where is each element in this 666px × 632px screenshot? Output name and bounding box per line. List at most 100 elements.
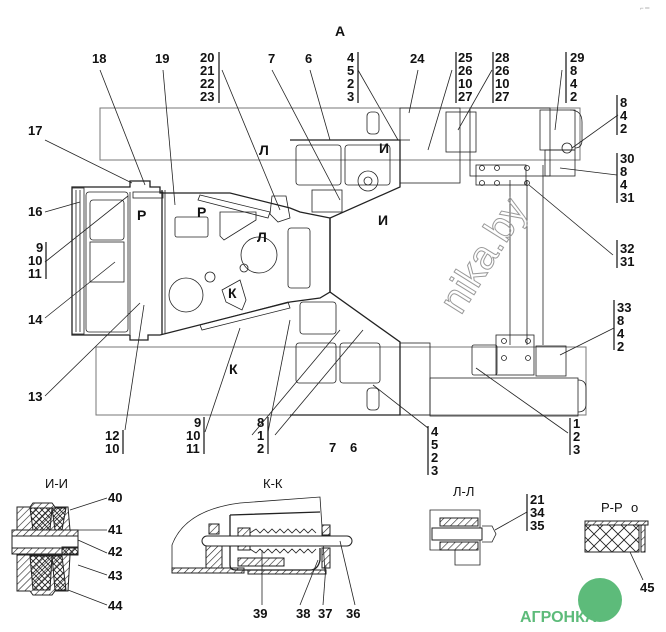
section-kk-label-36: 36 [346,606,360,621]
cut-mark-l-lower: Л [257,229,267,245]
callout-14: 14 [28,312,43,327]
ll-bolt [431,527,483,541]
section-kk-label-38: 38 [296,606,310,621]
center-panel-lower [295,342,337,384]
callout-28-26-10-27: 28 26 10 27 [492,50,509,104]
section-pp-title: Р-Р [601,500,623,515]
section-pp: Р-Р о 45 [584,500,654,595]
cab-header-bar [132,191,164,199]
cut-mark-p-left: Р [137,207,146,223]
section-kk-title: К-К [263,476,283,491]
svg-text:2: 2 [573,429,580,444]
right-box-27 [445,111,477,153]
section-pp-label-45: 45 [640,580,654,595]
center-panel-upper [295,144,342,186]
section-pp-symbol: о [631,500,638,515]
cut-mark-l-upper: Л [259,142,269,158]
corner-mark: ⌐ ═ [640,6,650,12]
svg-text:26: 26 [458,63,472,78]
section-kk-label-37: 37 [318,606,332,621]
ll-bracket [429,509,481,566]
door-hinge-strip [71,187,85,335]
callout-4-5-2-3-top: 4 5 2 3 [347,50,359,104]
section-kk-label-39: 39 [253,606,267,621]
svg-text:28: 28 [495,50,509,65]
svg-text:27: 27 [495,89,509,104]
bracket-lower [495,334,535,376]
watermark: nika.by [431,190,535,321]
pedal-bracket [269,195,291,223]
svg-text:8: 8 [257,415,264,430]
svg-text:21: 21 [200,63,214,78]
callout-29-8-4-2: 29 8 4 2 [565,50,584,104]
main-plan-view: Л Л И И К К Р Р nika.by [71,107,587,417]
lower-frame-rail [95,346,587,416]
svg-text:9: 9 [36,240,43,255]
seal-pad [584,524,640,553]
svg-text:2: 2 [431,450,438,465]
logo-text: АГРОНКА [520,609,597,626]
fan-pulley [357,170,379,192]
section-ii-title: И-И [45,476,68,491]
pin-rod [201,535,353,547]
callout-12-10: 12 10 [105,428,124,456]
callout-1-2-3-right: 1 2 3 [569,416,580,457]
lower-tank [429,377,579,417]
section-ll: Л-Л 21 34 35 [429,484,545,566]
spring-upper [249,528,317,534]
svg-text:5: 5 [431,437,438,452]
right-compartment-2 [469,107,551,177]
svg-text:29: 29 [570,50,584,65]
center-block [311,189,343,213]
floor-hatch-1 [174,216,209,238]
callout-13: 13 [28,389,42,404]
bracket-upper [475,164,527,186]
callout-33-8-4-2: 33 8 4 2 [613,300,631,354]
svg-text:3: 3 [573,442,580,457]
svg-text:1: 1 [573,416,580,431]
cut-mark-p-right: Р [197,204,206,220]
section-ll-title: Л-Л [453,484,474,499]
callout-8-1-2: 8 1 2 [257,415,269,456]
callout-labels: 18 19 20 21 22 23 7 6 4 5 2 3 24 25 26 1… [28,50,634,478]
callout-8-4-2-right: 8 4 2 [616,95,628,136]
step-handle-lower [366,387,380,411]
callout-32-31: 32 31 [616,240,634,269]
svg-text:23: 23 [200,89,214,104]
svg-text:11: 11 [28,266,42,281]
cut-mark-k-upper: К [228,285,237,301]
svg-text:4: 4 [570,76,578,91]
svg-text:32: 32 [620,241,634,256]
svg-text:10: 10 [186,428,200,443]
svg-text:8: 8 [620,95,627,110]
section-ii-label-42: 42 [108,544,122,559]
view-title: А [335,23,345,39]
floor-k-plate [221,279,247,311]
callout-17: 17 [28,123,42,138]
svg-text:30: 30 [620,151,634,166]
svg-text:10: 10 [28,253,42,268]
cut-mark-i-lower: И [378,212,388,228]
callout-30-8-4-31: 30 8 4 31 [616,151,634,205]
svg-text:4: 4 [620,108,628,123]
svg-text:20: 20 [200,50,214,65]
tank-handle-lower [577,379,587,413]
bracket-lower-right [535,345,567,377]
svg-text:1: 1 [257,428,264,443]
section-kk: К-К 39 38 37 36 [171,476,360,621]
filler-cap [561,142,573,154]
agronka-logo: АГРОНКА [520,578,622,626]
section-ii-label-44: 44 [108,598,123,613]
callout-7-top: 7 [268,51,275,66]
housing-outline [171,496,326,573]
svg-text:10: 10 [105,441,119,456]
callout-16: 16 [28,204,42,219]
shaft-bore [11,535,79,549]
section-ii-label-41: 41 [108,522,122,537]
svg-text:4: 4 [347,50,355,65]
section-ii-label-43: 43 [108,568,122,583]
svg-text:2: 2 [347,76,354,91]
step-handle-upper [366,111,380,135]
svg-text:3: 3 [431,463,438,478]
